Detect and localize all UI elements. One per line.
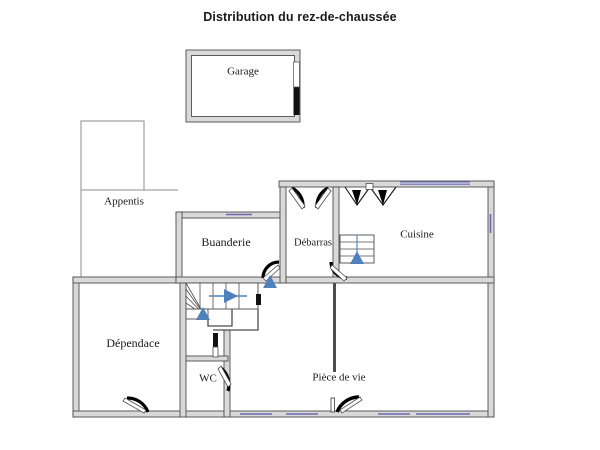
door-piece-de-vie-exterior	[335, 395, 363, 414]
room-label-dependace: Dépendace	[106, 336, 159, 350]
room-label-appentis: Appentis	[104, 196, 144, 208]
direction-markers	[196, 251, 364, 320]
room-label-wc: WC	[199, 373, 217, 385]
door-debarras-bottom	[329, 261, 348, 282]
garage-door-panel	[293, 87, 300, 115]
direction-marker-2	[196, 307, 210, 320]
room-label-piece-de-vie: Pièce de vie	[312, 372, 365, 384]
escalier-principal	[185, 282, 261, 358]
page-title: Distribution du rez-de-chaussée	[203, 10, 397, 24]
room-label-buanderie: Buanderie	[201, 235, 250, 249]
direction-marker-1	[263, 275, 277, 288]
main-building-walls	[72, 180, 495, 418]
garage-structure	[185, 49, 301, 123]
doors	[122, 186, 363, 414]
windows	[226, 181, 492, 415]
room-label-cuisine: Cuisine	[400, 229, 434, 241]
door-debarras-top	[314, 186, 332, 210]
door-corridor-top-left	[288, 186, 306, 210]
door-buanderie	[261, 260, 281, 282]
room-label-debarras: Débarras	[294, 237, 332, 248]
stair-direction-arrow-main	[209, 289, 247, 303]
appentis-outline	[80, 120, 178, 278]
door-wc	[217, 365, 232, 392]
casement-window-symbols	[344, 183, 397, 206]
direction-marker-3	[350, 251, 364, 264]
room-label-garage: Garage	[227, 66, 259, 78]
door-dependace-exterior	[122, 396, 150, 414]
